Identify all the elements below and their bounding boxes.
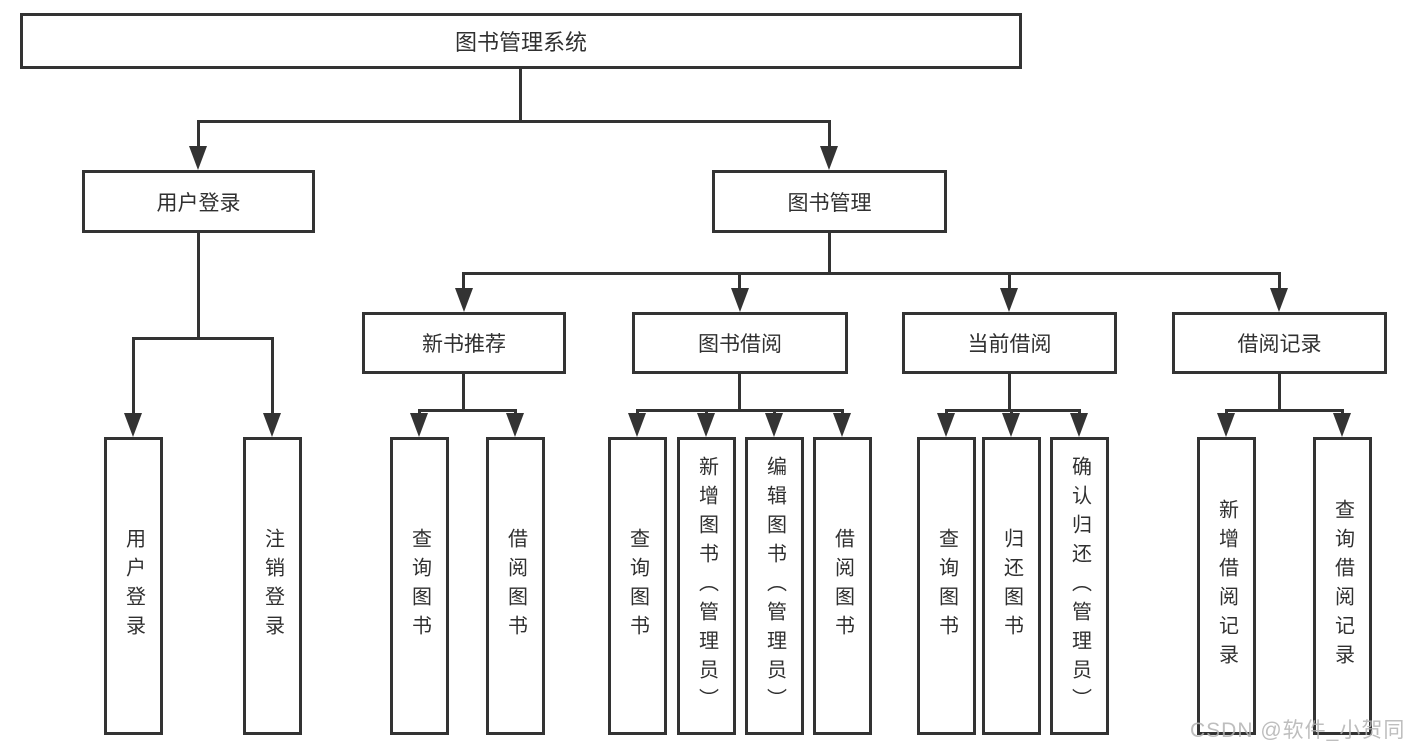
leaf-query-books-current: 查询图书 [917, 437, 976, 735]
connector-root-drop-left [197, 120, 200, 148]
arrow-down-icon [1270, 288, 1288, 312]
connector-bookmgmt-hline [462, 272, 1281, 275]
connector-records-drop1 [1225, 409, 1228, 415]
connector-bookmgmt-stem [828, 232, 831, 272]
arrow-down-icon [1000, 288, 1018, 312]
connector-records-hline [1225, 409, 1344, 412]
node-library-system: 图书管理系统 [20, 13, 1022, 69]
connector-current-drop2 [1010, 409, 1013, 415]
leaf-logout: 注销登录 [243, 437, 302, 735]
connector-userlogin-drop1 [132, 337, 135, 415]
connector-current-stem [1008, 373, 1011, 409]
connector-current-drop3 [1078, 409, 1081, 415]
leaf-query-books-borrow: 查询图书 [608, 437, 667, 735]
leaf-borrow-books-recommend: 借阅图书 [486, 437, 545, 735]
connector-borrow-drop2 [705, 409, 708, 415]
arrow-down-icon [697, 413, 715, 437]
connector-newbook-stem [462, 373, 465, 409]
arrow-down-icon [1002, 413, 1020, 437]
leaf-confirm-return-admin: 确认归还（管理员） [1050, 437, 1109, 735]
leaf-edit-books-admin: 编辑图书（管理员） [745, 437, 804, 735]
arrow-down-icon [628, 413, 646, 437]
arrow-down-icon [410, 413, 428, 437]
connector-newbook-drop1 [418, 409, 421, 415]
node-book-management: 图书管理 [712, 170, 947, 233]
connector-borrow-stem [738, 373, 741, 409]
connector-bookmgmt-drop2 [738, 272, 741, 290]
node-borrow-records: 借阅记录 [1172, 312, 1387, 374]
arrow-down-icon [1333, 413, 1351, 437]
connector-borrow-drop1 [636, 409, 639, 415]
connector-root-drop-right [828, 120, 831, 148]
connector-borrow-drop3 [773, 409, 776, 415]
arrow-down-icon [820, 146, 838, 170]
connector-borrow-hline [636, 409, 844, 412]
leaf-add-books-admin: 新增图书（管理员） [677, 437, 736, 735]
watermark: CSDN @软件_小贺同学 [1190, 719, 1405, 742]
connector-newbook-hline [418, 409, 517, 412]
arrow-down-icon [455, 288, 473, 312]
connector-records-stem [1278, 373, 1281, 409]
connector-userlogin-hline [132, 337, 274, 340]
arrow-down-icon [833, 413, 851, 437]
leaf-add-borrow-record: 新增借阅记录 [1197, 437, 1256, 735]
connector-userlogin-stem [197, 232, 200, 337]
connector-newbook-drop2 [514, 409, 517, 415]
arrow-down-icon [189, 146, 207, 170]
leaf-return-books: 归还图书 [982, 437, 1041, 735]
arrow-down-icon [937, 413, 955, 437]
connector-records-drop2 [1341, 409, 1344, 415]
connector-root-hline [197, 120, 831, 123]
leaf-query-borrow-record: 查询借阅记录 [1313, 437, 1372, 735]
arrow-down-icon [506, 413, 524, 437]
leaf-query-books-recommend: 查询图书 [390, 437, 449, 735]
connector-current-drop1 [945, 409, 948, 415]
connector-current-hline [945, 409, 1081, 412]
arrow-down-icon [1217, 413, 1235, 437]
connector-bookmgmt-drop4 [1278, 272, 1281, 290]
node-current-borrow: 当前借阅 [902, 312, 1117, 374]
arrow-down-icon [1070, 413, 1088, 437]
connector-bookmgmt-drop3 [1008, 272, 1011, 290]
arrow-down-icon [765, 413, 783, 437]
leaf-borrow-books: 借阅图书 [813, 437, 872, 735]
arrow-down-icon [124, 413, 142, 437]
connector-root-stem [519, 68, 522, 120]
leaf-user-login: 用户登录 [104, 437, 163, 735]
arrow-down-icon [731, 288, 749, 312]
connector-userlogin-drop2 [271, 337, 274, 415]
node-user-login: 用户登录 [82, 170, 315, 233]
connector-borrow-drop4 [841, 409, 844, 415]
node-book-borrow: 图书借阅 [632, 312, 848, 374]
arrow-down-icon [263, 413, 281, 437]
connector-bookmgmt-drop1 [462, 272, 465, 290]
node-new-book-recommend: 新书推荐 [362, 312, 566, 374]
